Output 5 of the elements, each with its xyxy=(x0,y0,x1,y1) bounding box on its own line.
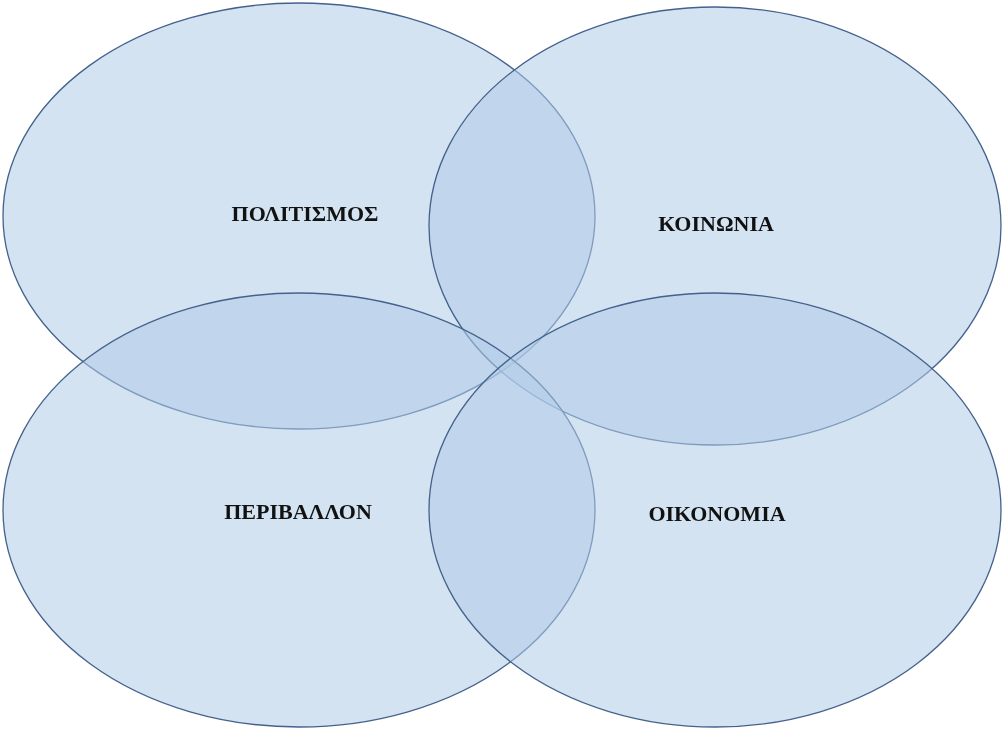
circle-label: ΟΙΚΟΝΟΜΙΑ xyxy=(648,501,786,527)
circle-label: ΠΟΛΙΤΙΣΜΟΣ xyxy=(231,201,379,227)
circle-label: ΚΟΙΝΩΝΙΑ xyxy=(658,211,774,237)
circle-label: ΠΕΡΙΒΑΛΛΟΝ xyxy=(224,499,372,525)
venn-ellipse xyxy=(428,292,1002,728)
